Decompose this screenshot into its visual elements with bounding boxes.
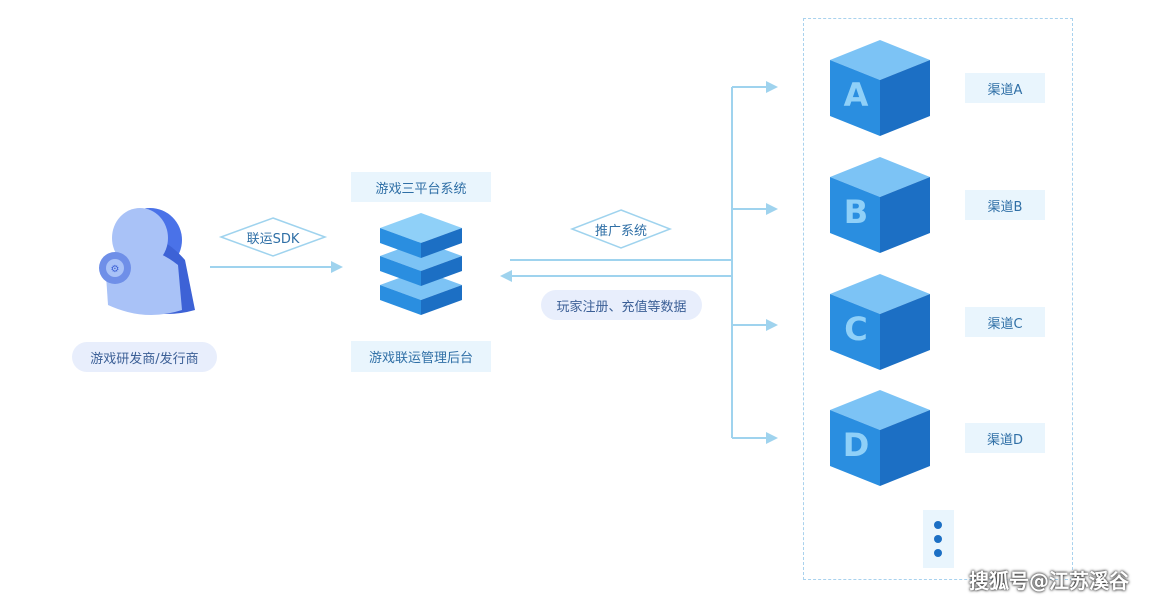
channel-cube-b xyxy=(830,157,930,253)
channel-label-d: 渠道D xyxy=(965,423,1045,453)
promotion-arrowheads xyxy=(500,81,778,444)
platform-bottom-label: 游戏联运管理后台 xyxy=(351,341,491,372)
channel-letter-d: D xyxy=(842,426,870,464)
platform-top-label: 游戏三平台系统 xyxy=(351,172,491,202)
sdk-diamond xyxy=(218,217,328,257)
channel-letter-b: B xyxy=(843,193,869,231)
channel-letter-c: C xyxy=(844,310,868,348)
promotion-lines xyxy=(510,86,770,439)
promotion-label: 推广系统 xyxy=(594,223,647,239)
channel-cube-c xyxy=(830,274,930,370)
more-channels-icon xyxy=(923,510,954,568)
sdk-label: 联运SDK xyxy=(246,231,300,247)
platform-stack-icon xyxy=(380,213,462,315)
channel-label-b: 渠道B xyxy=(965,190,1045,220)
promotion-diamond xyxy=(569,209,673,249)
channel-cube-d xyxy=(830,390,930,486)
watermark-text: 搜狐号@江苏溪谷 xyxy=(969,569,1129,593)
channel-cube-a xyxy=(830,40,930,136)
channel-letter-a: A xyxy=(843,76,869,114)
channel-label-c: 渠道C xyxy=(965,307,1045,337)
channel-label-a: 渠道A xyxy=(965,73,1045,103)
developer-label: 游戏研发商/发行商 xyxy=(72,342,217,372)
channel-group-frame xyxy=(803,18,1073,580)
return-data-label: 玩家注册、充值等数据 xyxy=(541,290,702,320)
sdk-arrow xyxy=(210,261,343,273)
svg-text:⚙: ⚙ xyxy=(111,264,120,275)
developer-icon: ⚙ xyxy=(99,208,195,315)
